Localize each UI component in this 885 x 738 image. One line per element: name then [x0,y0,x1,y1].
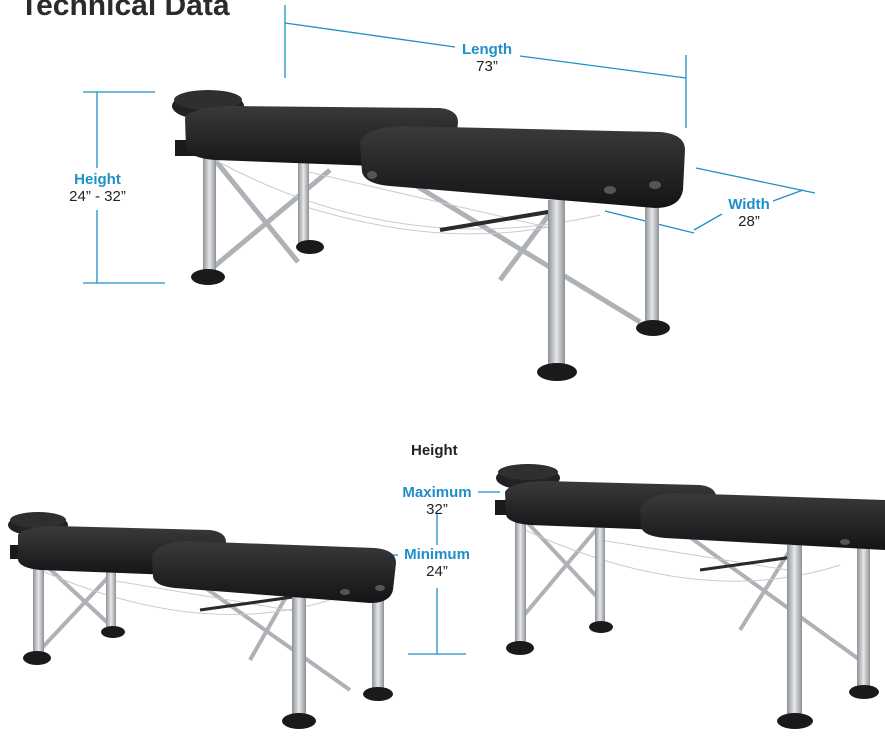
minimum-label: Minimum [404,546,470,563]
length-value: 73” [476,58,498,75]
length-label: Length [462,41,512,58]
table-minimum-height [8,512,396,729]
height-value: 24” - 32” [69,188,126,205]
height-dimension: Height 24” - 32” [55,171,140,205]
maximum-label: Maximum [402,484,472,501]
maximum-value: 32” [426,501,448,518]
width-label: Width [728,196,770,213]
length-line-b [519,55,687,79]
width-line-a [772,189,804,202]
length-dimension: Length 73” [445,41,529,75]
width-dimension: Width 28” [718,196,780,230]
minimum-height: Minimum 24” [398,546,476,580]
minimum-value: 24” [426,563,448,580]
main-table [172,90,685,381]
page-title: Technical Data [20,0,230,22]
maximum-height: Maximum 32” [396,484,478,518]
table-maximum-height [495,464,885,729]
height-label: Height [74,171,121,188]
width-value: 28” [738,213,760,230]
width-tick-a [695,167,816,194]
length-line-a [284,22,456,48]
height-comparison-heading: Height [411,442,458,459]
width-line-b [693,213,723,231]
